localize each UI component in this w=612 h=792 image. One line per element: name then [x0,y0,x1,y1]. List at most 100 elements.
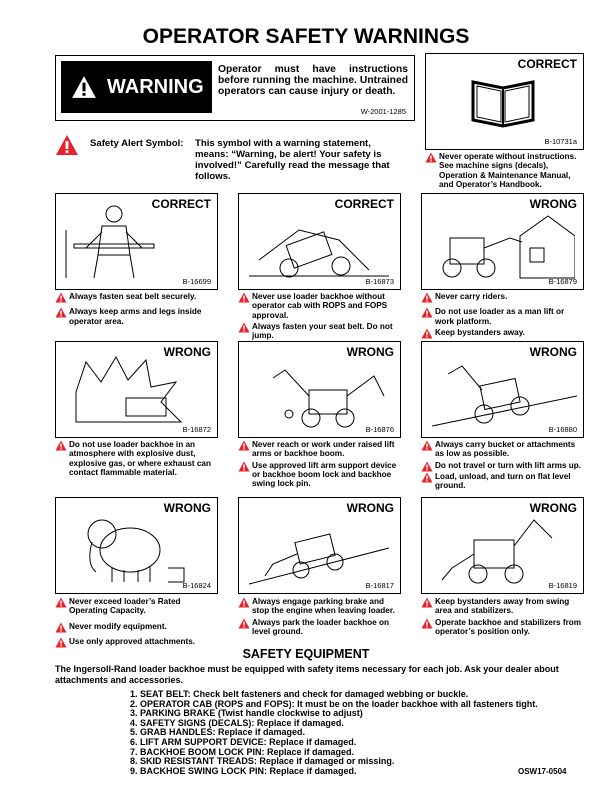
list-item: 4. SAFETY SIGNS (DECALS): Replace if dam… [130,717,344,728]
warning-code: W-2001-1285 [360,107,406,116]
panel-rops: CORRECT B-16873 [238,193,401,290]
caption-line: Always keep arms and legs inside operato… [55,307,217,326]
panel-code: B-16873 [365,277,394,286]
rider-illustration [442,215,575,279]
raised-arms-illustration [272,369,385,428]
document-code: OSW17-0504 [518,767,567,776]
panel-seatbelt-captions: Always fasten seat belt securely. Always… [55,292,217,328]
panel-code: B-16880 [548,425,577,434]
panel-swing-area: WRONG B-16819 [421,497,584,594]
alert-icon [55,307,67,318]
safety-list: 1. SEAT BELT: Check belt fasteners and c… [130,689,538,776]
list-item: 1. SEAT BELT: Check belt fasteners and c… [130,689,469,699]
panel-code: B-16819 [548,581,577,590]
rollover-illustration [249,229,389,278]
alert-symbol-icon [55,134,79,156]
alert-icon [421,292,433,303]
alert-icon [421,461,433,472]
book-icon [471,80,535,128]
list-item: 9. BACKHOE SWING LOCK PIN: Replace if da… [130,765,357,776]
warning-text: Operator must have instructions before r… [218,64,408,97]
alert-icon [421,440,433,451]
caption-line: Do not use loader backhoe in an atmosphe… [55,440,217,477]
alert-icon [238,597,250,608]
slope-illustration [432,365,577,427]
panel-code: B-16699 [182,277,211,286]
panel-seatbelt: CORRECT B-16699 [55,193,218,290]
caption-line: Never operate without instructions. See … [425,152,583,189]
alert-icon [55,622,67,633]
alert-icon [238,618,250,629]
panel-rops-captions: Never use loader backhoe without operato… [238,292,400,342]
caption-line: Use approved lift arm support device or … [238,461,400,489]
panel-parking-captions: Always engage parking brake and stop the… [238,597,400,638]
panel-riders-captions: Never carry riders. Do not use loader as… [421,292,583,339]
alert-icon [421,307,433,318]
panel-code: B-16876 [365,425,394,434]
caption-line: Load, unload, and turn on flat level gro… [421,472,583,491]
panel-code: B-16817 [365,581,394,590]
panel-riders: WRONG B-16879 [421,193,584,290]
caption-line: Never exceed loader’s Rated Operating Ca… [55,597,217,616]
caption-line: Always engage parking brake and stop the… [238,597,400,616]
panel-label: WRONG [529,501,577,515]
elephant-illustration [87,519,185,583]
panel-label: CORRECT [151,197,211,211]
list-item: 6. LIFT ARM SUPPORT DEVICE: Replace if d… [130,736,357,747]
alert-icon [421,618,433,629]
panel-label: WRONG [346,501,394,515]
warning-triangle-icon [72,76,96,98]
operator-seated-illustration [65,205,155,279]
alert-icon [238,292,250,303]
panel-label: WRONG [529,197,577,211]
panel-label: WRONG [163,501,211,515]
panel-capacity-captions: Never exceed loader’s Rated Operating Ca… [55,597,217,648]
alert-icon [55,597,67,608]
panel-low-bucket: WRONG B-16880 [421,341,584,438]
caption-line: Never reach or work under raised lift ar… [238,440,400,459]
panel-label: WRONG [163,345,211,359]
panel-raised-arms-captions: Never reach or work under raised lift ar… [238,440,400,490]
alert-symbol-text: This symbol with a warning statement, me… [195,138,390,182]
panel-low-bucket-captions: Always carry bucket or attachments as lo… [421,440,583,492]
panel-swing-area-captions: Keep bystanders away from swing area and… [421,597,583,638]
list-item: 3. PARKING BRAKE (Twist handle clockwise… [130,708,363,719]
panel-raised-arms: WRONG B-16876 [238,341,401,438]
list-item: 2. OPERATOR CAB (ROPS and FOPS): It must… [130,698,538,709]
panel-capacity: WRONG B-16824 [55,497,218,594]
alert-icon [55,292,67,303]
panel-label: WRONG [529,345,577,359]
panel-code: B-16824 [182,581,211,590]
caption-line: Always carry bucket or attachments as lo… [421,440,583,459]
caption-line: Keep bystanders away. [421,328,583,337]
alert-icon [425,152,437,163]
caption-line: Always park the loader backhoe on level … [238,618,400,637]
explosion-illustration [75,355,183,423]
caption-line: Always fasten seat belt securely. [55,292,217,301]
alert-icon [421,328,433,339]
backhoe-swing-illustration [441,519,553,584]
safety-heading: SAFETY EQUIPMENT [242,647,370,661]
warning-banner: WARNING [61,61,212,113]
alert-icon [421,597,433,608]
caption-line: Always fasten your seat belt. Do not jum… [238,322,400,341]
panel-code: B-16872 [182,425,211,434]
alert-symbol-label: Safety Alert Symbol: [90,138,184,149]
caption-line: Do not use loader as a man lift or work … [421,307,583,326]
manual-caption: Never operate without instructions. See … [425,152,583,191]
panel-explosive-captions: Do not use loader backhoe in an atmosphe… [55,440,217,479]
warning-label: WARNING [107,75,204,98]
caption-line: Operate backhoe and stabilizers from ope… [421,618,583,637]
safety-intro: The Ingersoll-Rand loader backhoe must b… [55,664,559,685]
caption-line: Never modify equipment. [55,622,217,631]
caption-line: Keep bystanders away from swing area and… [421,597,583,616]
panel-parking: WRONG B-16817 [238,497,401,594]
caption-line: Do not travel or turn with lift arms up. [421,461,583,470]
caption-line: Use only approved attachments. [55,637,217,646]
warning-box: WARNING Operator must have instructions … [55,55,415,121]
list-item: 7. BACKHOE BOOM LOCK PIN: Replace if dam… [130,746,355,757]
alert-icon [238,461,250,472]
alert-icon [421,472,433,483]
panel-code: B-10731a [544,137,577,146]
alert-icon [238,322,250,333]
